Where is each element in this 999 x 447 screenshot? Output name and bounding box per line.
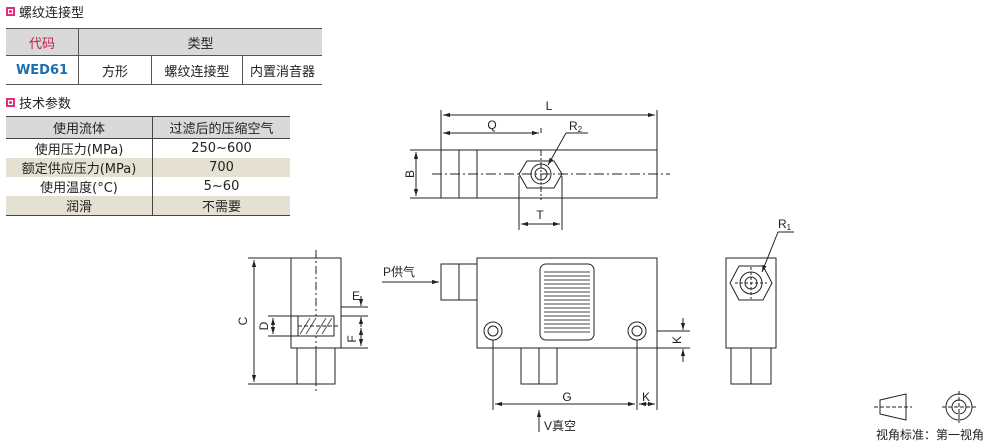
type-cell-connection: 螺纹连接型 [151,55,243,85]
front-view [382,257,690,432]
first-angle-projection-icon [874,391,976,423]
dim-E: E [352,289,360,303]
front-view-muffler [539,263,595,341]
type-cell-muffler: 内置消音器 [242,55,322,85]
dim-R2: R2 [569,119,583,134]
spec-label-temp: 使用温度(°C) [40,181,118,196]
dim-T: T [536,208,544,222]
spec-value-temp: 5~60 [152,177,290,196]
spec-label-supply: 额定供应压力(MPa) [6,158,153,177]
side-view [248,250,368,392]
dim-G: G [562,390,571,404]
dim-L: L [546,99,553,113]
dim-B: B [403,170,417,178]
section-marker-icon [6,98,15,107]
dim-C: C [236,316,250,325]
dim-R1: R1 [778,217,792,232]
front-view-body [476,257,658,349]
section-marker-icon [6,7,15,16]
spec-value-supply: 700 [152,158,290,177]
spec-value-lube: 不需要 [152,196,290,216]
spec-header-fluid: 使用流体 [6,116,153,139]
spec-label-lube: 润滑 [6,196,153,216]
spec-header-fluid-value: 过滤后的压缩空气 [152,116,290,139]
section-title-threaded: 螺纹连接型 [19,6,85,21]
section-title-tech: 技术参数 [19,97,72,112]
dim-D: D [257,321,271,330]
vacuum-label: V真空 [544,419,576,433]
dim-Q: Q [487,118,496,132]
section-threaded-connection: 螺纹连接型 [6,2,84,21]
type-table: 代码 类型 WED61 方形 螺纹连接型 内置消音器 [6,28,322,85]
type-header-code: 代码 [6,28,79,56]
end-view [725,231,794,385]
dim-K-right: K [670,336,684,344]
type-cell-code: WED61 [6,55,79,85]
dim-K-bottom: K [642,390,650,404]
spec-table: 使用流体 过滤后的压缩空气 使用压力(MPa) 250~600 额定供应压力(M… [6,116,290,216]
section-tech-params: 技术参数 [6,93,71,112]
spec-label-pressure: 使用压力(MPa) [34,143,124,158]
projection-label: 视角标准：第一视角 [876,427,984,442]
spec-value-pressure: 250~600 [152,138,290,158]
dim-F: F [345,335,359,342]
type-header-type: 类型 [78,28,322,56]
supply-label: P供气 [383,264,415,279]
type-cell-shape: 方形 [78,55,152,85]
top-view [410,110,670,230]
